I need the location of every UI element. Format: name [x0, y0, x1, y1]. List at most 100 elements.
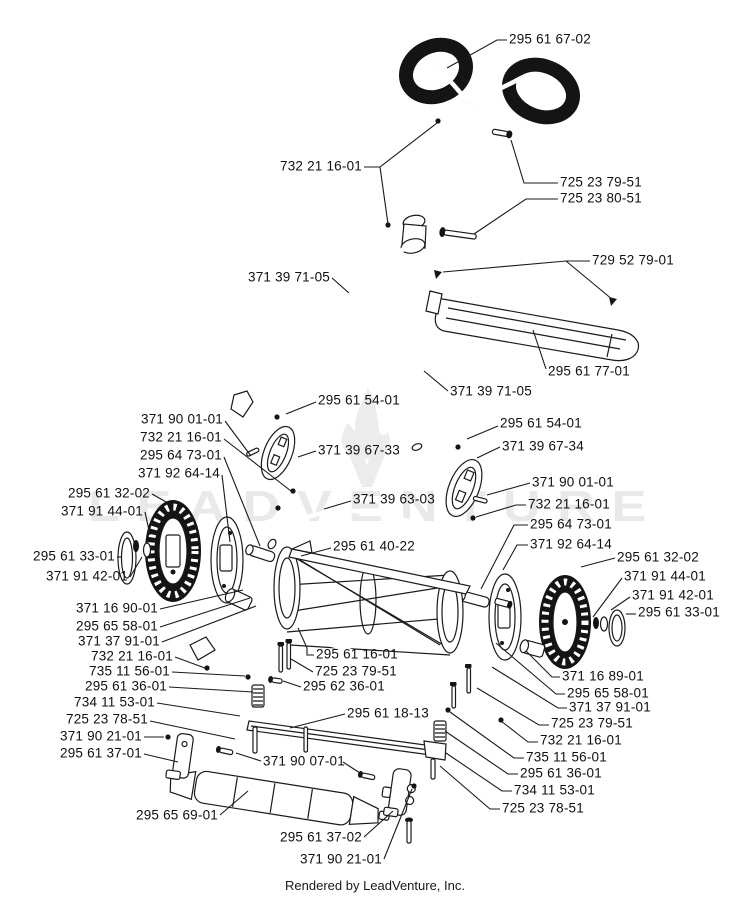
part-label-43: 371 92 64-14: [530, 537, 612, 552]
part-label-49: 295 65 58-01: [567, 686, 649, 701]
fastener-dot: [245, 674, 251, 680]
leader-line: [168, 686, 254, 693]
ratchet-plate-left: [260, 425, 296, 481]
part-label-35: 371 90 07-01: [263, 754, 345, 769]
grass-deflector: [425, 290, 639, 362]
part-label-24: 734 11 53-01: [74, 695, 155, 710]
leader-line: [171, 671, 246, 677]
left-drive-disc: [210, 516, 244, 604]
part-label-6: 295 61 77-01: [548, 364, 630, 379]
part-label-31: 295 61 16-01: [316, 647, 398, 662]
v-logo-watermark: [344, 442, 390, 487]
left-axle-stub: [245, 544, 276, 563]
part-label-54: 295 61 36-01: [520, 766, 602, 781]
part-label-38: 371 90 21-01: [300, 852, 382, 867]
leader-line: [342, 761, 361, 774]
leader-line: [364, 122, 438, 168]
leader-line: [224, 420, 252, 457]
cutter-bar: [246, 720, 447, 780]
top-fasteners: [434, 128, 617, 306]
leader-line: [486, 482, 531, 496]
leader-line: [500, 720, 538, 743]
part-label-51: 725 23 79-51: [551, 716, 633, 731]
part-label-2: 725 23 79-51: [560, 175, 642, 190]
part-label-56: 725 23 78-51: [502, 801, 584, 816]
part-label-18: 371 16 90-01: [76, 601, 158, 616]
leader-line: [445, 752, 512, 792]
part-label-0: 295 61 67-02: [509, 32, 591, 47]
leader-line: [282, 680, 302, 688]
leader-line: [159, 597, 251, 628]
left-axle-bead: [133, 540, 139, 552]
screw-371-90-07-01-right: [357, 770, 376, 781]
frame-upper-tube: [267, 508, 468, 585]
part-label-26: 371 90 21-01: [60, 729, 142, 744]
bolt-725-23-80-51: [439, 227, 477, 240]
part-label-20: 371 37 91-01: [78, 634, 160, 649]
part-label-34: 295 61 18-13: [347, 706, 429, 721]
fastener-dot: [445, 707, 451, 713]
leader-line: [174, 656, 206, 669]
roller-bracket-left: [165, 733, 194, 781]
right-axle-bolt: [494, 597, 513, 609]
spring-left: [251, 684, 265, 708]
part-label-30: 295 61 40-22: [333, 539, 415, 554]
part-label-7: 371 39 71-05: [450, 384, 532, 399]
part-label-1: 732 21 16-01: [280, 159, 362, 174]
leader-line: [510, 139, 558, 184]
part-label-41: 732 21 16-01: [528, 497, 610, 512]
fastener-dot: [470, 515, 476, 521]
leader-line: [290, 658, 314, 673]
frame-bolts-left: [277, 639, 292, 673]
leader-line: [144, 511, 151, 536]
right-axle-washer: [599, 616, 609, 632]
left-axle-washer: [142, 542, 152, 558]
fastener-dot: [455, 444, 461, 450]
leader-line: [491, 666, 567, 709]
leader-line: [473, 198, 558, 235]
leader-line: [223, 456, 261, 547]
fastener-dot: [498, 717, 504, 723]
fastener-dot: [275, 505, 281, 511]
part-label-25: 725 23 78-51: [66, 712, 148, 727]
leader-line: [161, 605, 257, 643]
fastener-dots: [165, 118, 504, 789]
leader-line: [610, 596, 631, 611]
leader-line: [580, 557, 616, 568]
leader-line: [383, 788, 413, 860]
part-label-15: 371 91 44-01: [61, 504, 143, 519]
footer-credit: Rendered by LeadVenture, Inc.: [285, 878, 465, 893]
part-label-52: 732 21 16-01: [540, 733, 622, 748]
leader-line: [221, 474, 231, 543]
part-number-labels: 295 61 67-02 732 21 16-01 725 23 79-51 725 …: [33, 32, 720, 867]
part-label-40: 371 90 01-01: [532, 475, 614, 490]
leader-line: [300, 547, 332, 557]
leader-line: [466, 425, 499, 440]
right-axle-bead: [593, 617, 599, 629]
leader-lines: [117, 39, 636, 860]
leader-line: [297, 450, 317, 458]
part-label-53: 735 11 56-01: [526, 750, 607, 765]
part-label-12: 295 64 73-01: [140, 448, 222, 463]
part-label-16: 295 61 33-01: [33, 549, 115, 564]
arrow-729-52-79-01-right: [609, 297, 617, 306]
fastener-dot: [165, 734, 171, 740]
fastener-dot: [435, 118, 441, 124]
part-label-21: 732 21 16-01: [91, 649, 173, 664]
part-label-22: 735 11 56-01: [89, 664, 170, 679]
leader-line: [219, 790, 249, 816]
leader-line: [235, 752, 262, 762]
leader-line: [475, 504, 526, 518]
leader-line: [446, 39, 507, 69]
roller-bracket-right: [381, 768, 416, 818]
part-label-50: 371 37 91-01: [569, 700, 651, 715]
part-label-13: 371 92 64-14: [138, 466, 220, 481]
handle-y-tubes: [422, 62, 525, 238]
leader-line: [439, 765, 500, 810]
part-label-47: 295 61 33-01: [638, 605, 720, 620]
part-label-10: 371 90 01-01: [141, 412, 223, 427]
leader-line: [323, 500, 352, 510]
fastener-dot: [274, 414, 280, 420]
part-label-48: 371 16 89-01: [562, 669, 644, 684]
lower-handle-tube-left: [230, 245, 408, 418]
